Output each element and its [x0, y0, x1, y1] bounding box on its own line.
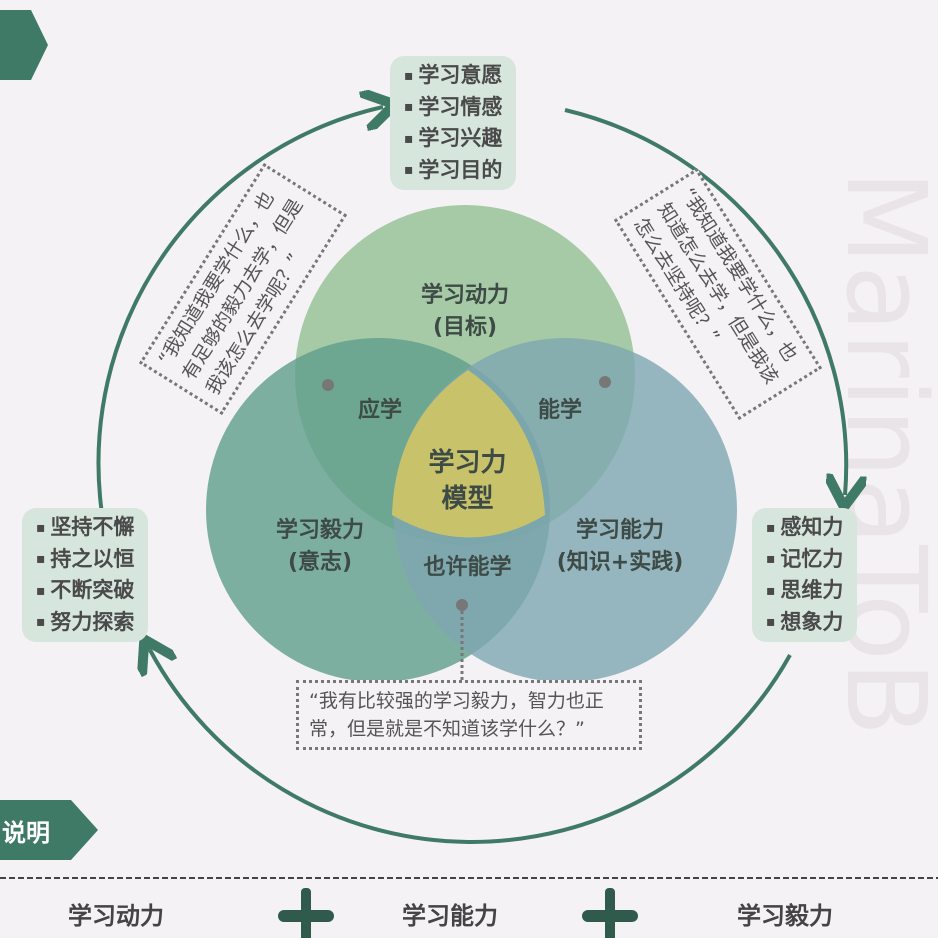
center-label: 学习力模型 — [428, 448, 507, 514]
cycle-arrow-bottom — [150, 650, 792, 844]
plus-icon — [582, 888, 638, 938]
perseverance-items-box: 坚持不懈持之以恒不断突破努力探索 — [22, 508, 149, 642]
formula-ability: 学习能力 — [402, 902, 498, 930]
formula-perseverance: 学习毅力 — [737, 902, 833, 930]
ability-items-box: 感知力记忆力思维力想象力 — [752, 508, 858, 642]
overlap-should: 应学 — [357, 398, 402, 423]
perseverance-label: 学习毅力(意志) — [275, 518, 364, 575]
motivation-items-box: 学习意愿学习情感学习兴趣学习目的 — [390, 56, 517, 190]
motivation-label: 学习动力(目标) — [420, 283, 509, 340]
formula-motivation: 学习动力 — [68, 902, 164, 930]
ability-label: 学习能力(知识+实践) — [556, 518, 684, 575]
cycle-arrow-right — [564, 108, 846, 495]
overlap-maybe: 也许能学 — [423, 555, 512, 580]
quote-bottom: “我有比较强的学习毅力，智力也正常，但是就是不知道该学什么？” — [296, 680, 642, 750]
center-region — [392, 370, 545, 538]
plus-icon — [278, 888, 334, 938]
overlap-can: 能学 — [537, 398, 582, 423]
